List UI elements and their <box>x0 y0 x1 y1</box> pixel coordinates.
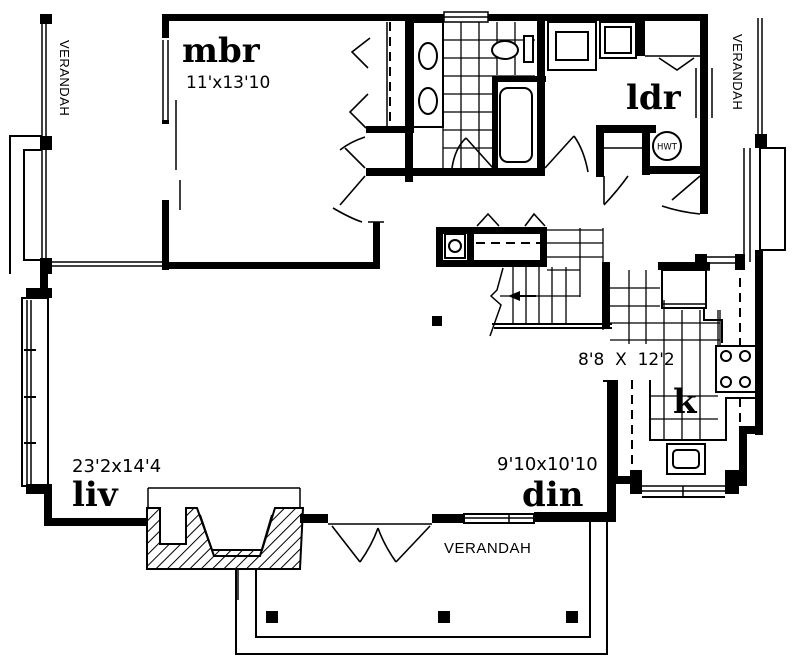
laundry: HWT <box>547 14 713 215</box>
bathroom <box>412 14 589 176</box>
dining-dimensions: 9'10x10'10 <box>497 454 598 475</box>
dining-label: din <box>522 475 583 515</box>
front-verandah-label: VERANDAH <box>444 540 531 557</box>
fireplace <box>146 487 305 600</box>
left-verandah <box>9 14 165 274</box>
living-label: liv <box>72 475 119 515</box>
stairs <box>436 212 612 337</box>
right-verandah <box>743 18 786 262</box>
dining-window <box>463 513 535 524</box>
master-bedroom-label: mbr <box>182 31 261 71</box>
kitchen-label: k <box>673 382 698 422</box>
front-doors <box>328 514 464 563</box>
right-verandah-label: VERANDAH <box>730 34 745 110</box>
hwt-label: HWT <box>657 143 678 153</box>
front-verandah <box>235 316 608 655</box>
kitchen-dimensions: 8'8 X 12'2 <box>578 350 675 370</box>
kitchen <box>603 250 763 498</box>
master-bedroom-dimensions: 11'x13'10 <box>186 73 270 93</box>
living-dimensions: 23'2x14'4 <box>72 456 161 477</box>
laundry-label: ldr <box>626 78 682 118</box>
mbr-closet <box>332 14 456 223</box>
living-window <box>21 288 52 494</box>
left-verandah-label: VERANDAH <box>57 40 72 116</box>
